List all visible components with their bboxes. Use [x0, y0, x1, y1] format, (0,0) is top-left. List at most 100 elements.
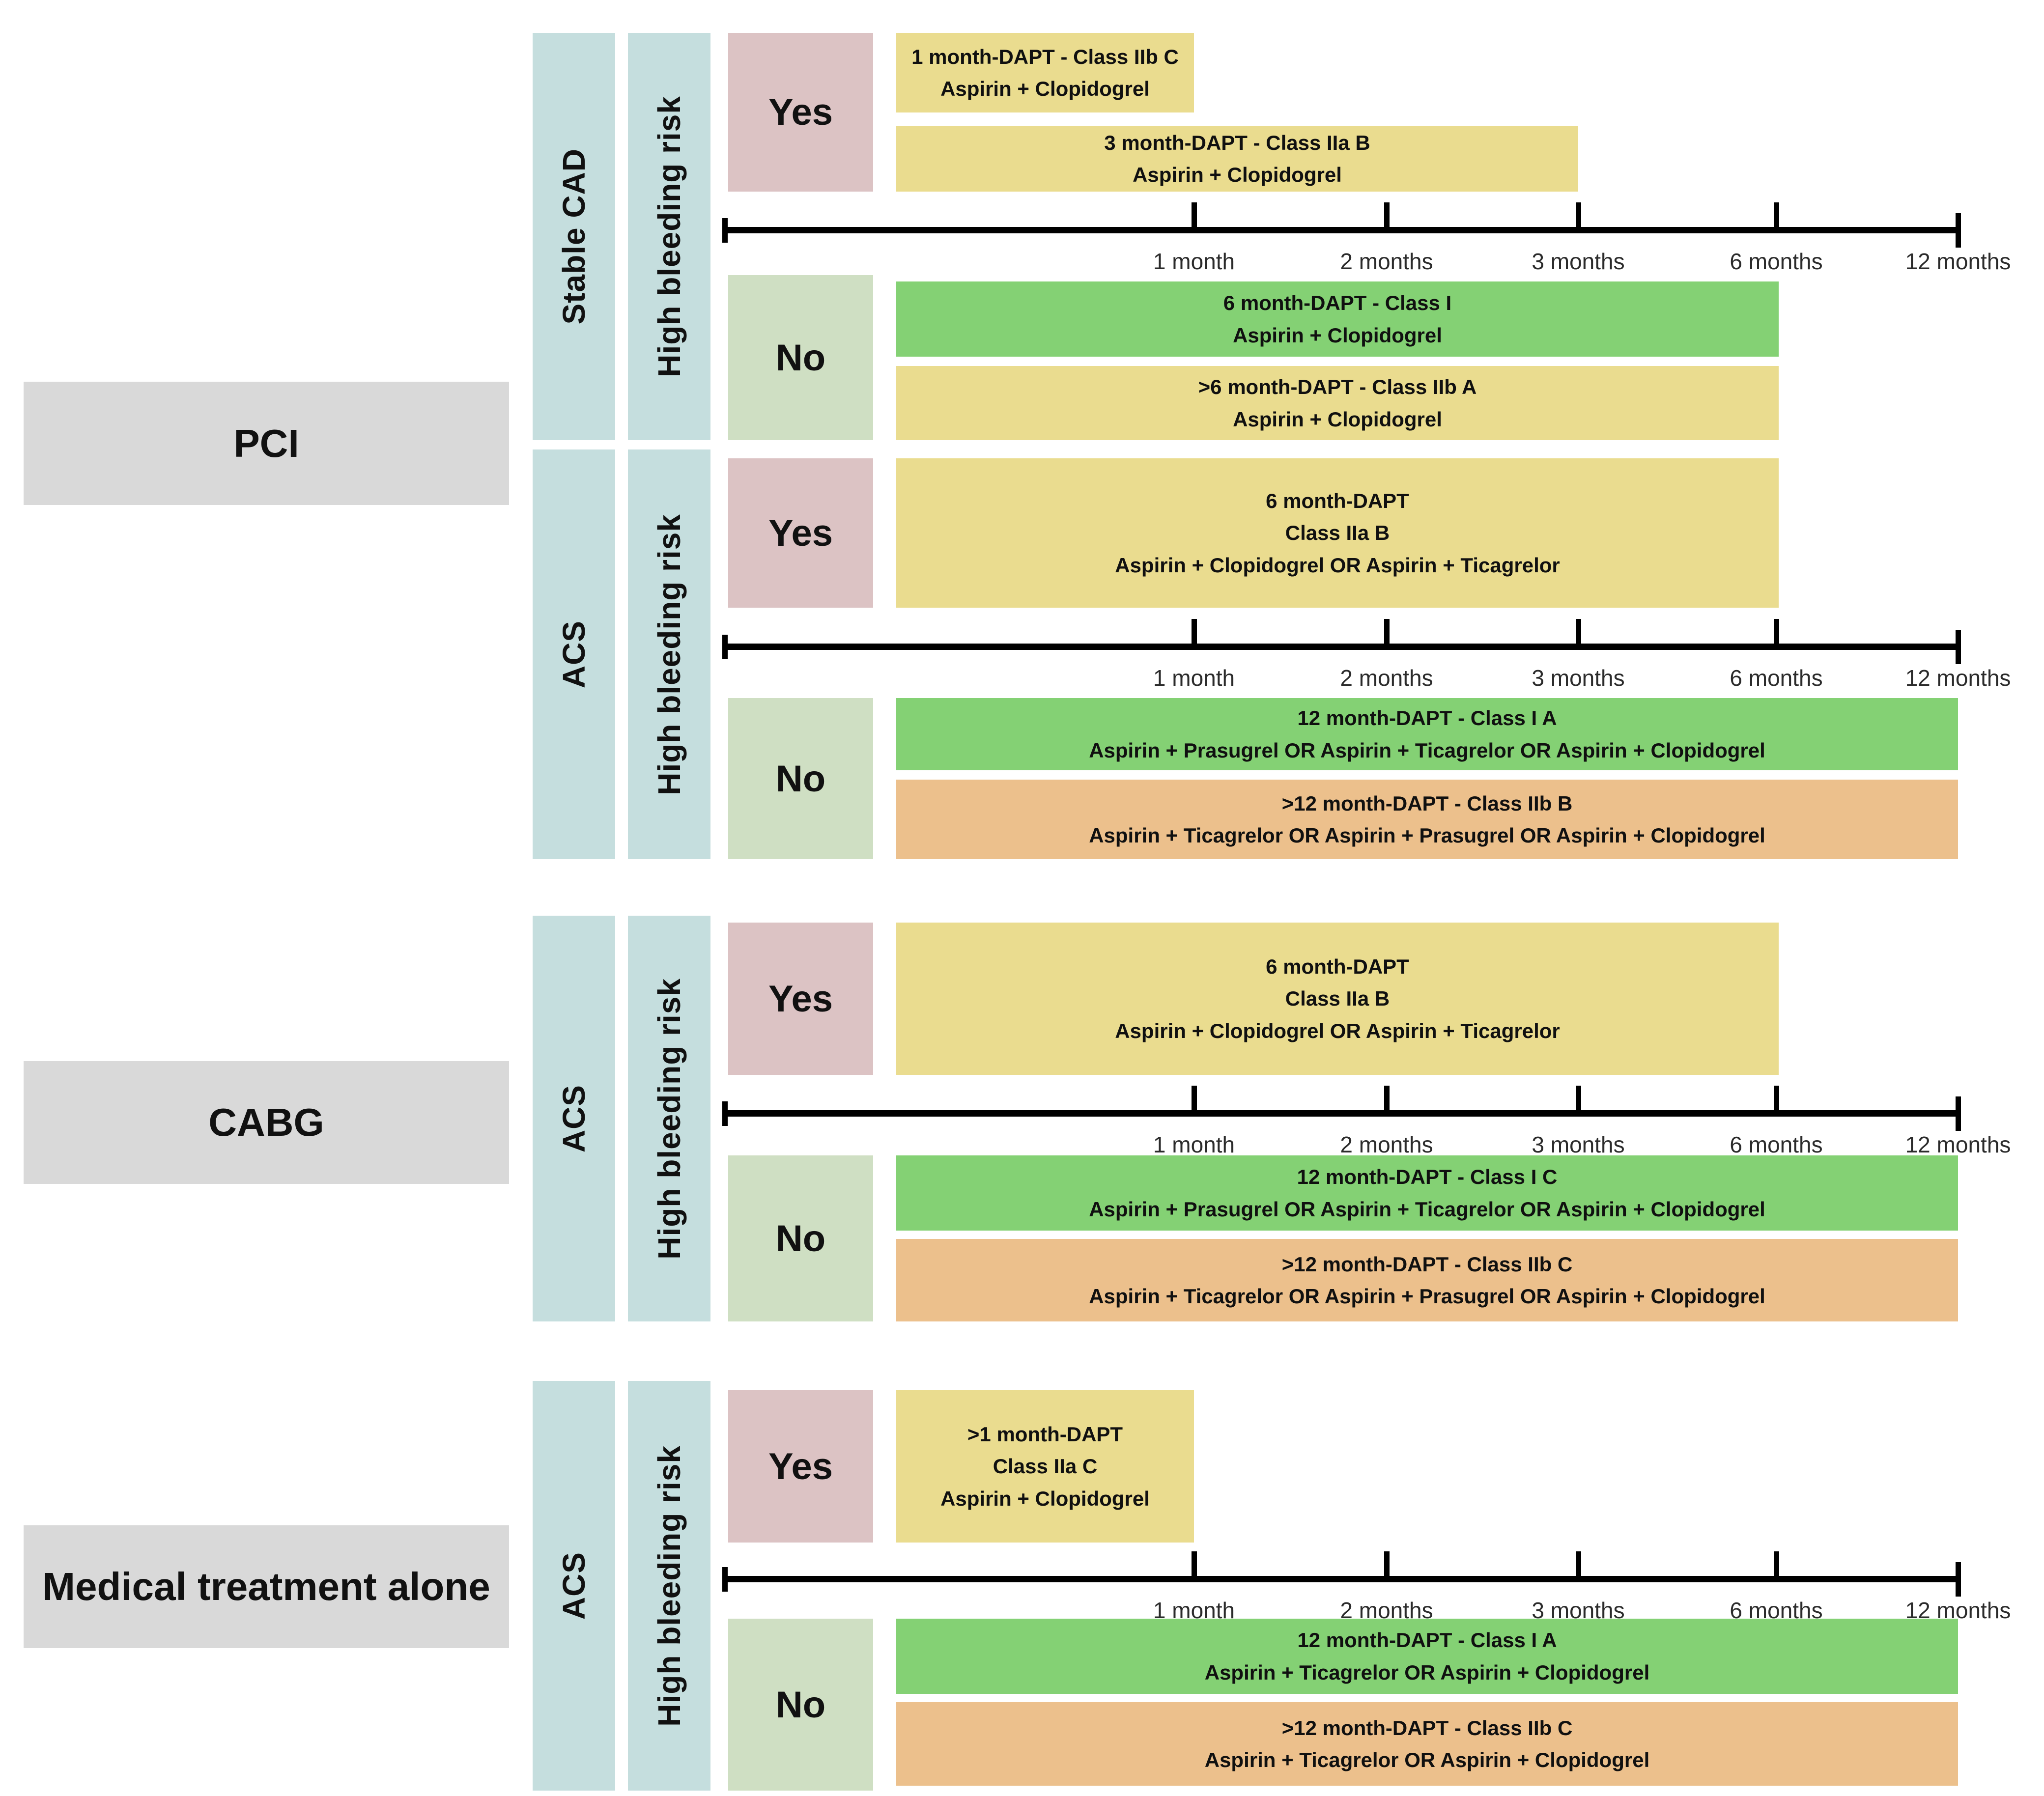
- no-label: No: [775, 1217, 826, 1260]
- patient-type-label: ACS: [556, 1084, 592, 1153]
- section-label-text: PCI: [233, 421, 299, 465]
- bar-title: 3 month-DAPT - Class IIa B: [1104, 131, 1370, 154]
- bar-cabg-acs-no-gt12month: >12 month-DAPT - Class IIb C Aspirin + T…: [896, 1239, 1958, 1321]
- timeline-axis: [725, 1576, 1958, 1582]
- tick-1-month: [1192, 1086, 1197, 1115]
- tick-12-months: [1956, 1096, 1961, 1131]
- tick-label-2-months: 2 months: [1340, 1132, 1433, 1157]
- bar-title: 12 month-DAPT - Class I A: [1297, 706, 1557, 730]
- section-label-pci: PCI: [24, 382, 509, 505]
- patient-type-column-stable-cad: Stable CAD: [533, 33, 615, 440]
- bar-title: 6 month-DAPT: [1266, 955, 1409, 979]
- bleeding-risk-column-medical-acs: High bleeding risk: [628, 1381, 710, 1791]
- patient-type-label: ACS: [556, 1551, 592, 1620]
- bar-medical-acs-no-12month: 12 month-DAPT - Class I A Aspirin + Tica…: [896, 1619, 1958, 1694]
- tick-6-months: [1774, 619, 1779, 648]
- timeline-axis: [725, 1110, 1958, 1117]
- bar-pci-acs-no-gt12month: >12 month-DAPT - Class IIb B Aspirin + T…: [896, 780, 1958, 859]
- bar-drugs: Aspirin + Clopidogrel: [1133, 163, 1342, 186]
- bar-pci-acs-no-12month: 12 month-DAPT - Class I A Aspirin + Pras…: [896, 698, 1958, 770]
- bar-drugs: Aspirin + Ticagrelor OR Aspirin + Clopid…: [1204, 1660, 1650, 1684]
- bar-drugs: Aspirin + Clopidogrel: [940, 77, 1150, 100]
- tick-1-month: [1192, 1551, 1197, 1581]
- tick-label-12-months: 12 months: [1905, 1132, 2011, 1157]
- bar-drugs: Aspirin + Prasugrel OR Aspirin + Ticagre…: [1089, 1197, 1765, 1221]
- patient-type-label: ACS: [556, 620, 592, 689]
- tick-12-months: [1956, 213, 1961, 248]
- bleeding-risk-label: High bleeding risk: [652, 513, 687, 795]
- tick-2-months: [1384, 619, 1390, 648]
- tick-label-3-months: 3 months: [1532, 249, 1625, 274]
- no-box-cabg-acs: No: [728, 1155, 873, 1321]
- tick-6-months: [1774, 1551, 1779, 1581]
- no-box-medical-acs: No: [728, 1619, 873, 1791]
- section-label-text: CABG: [208, 1100, 324, 1144]
- bar-title: 1 month-DAPT - Class IIb C: [911, 45, 1179, 68]
- bar-cabg-acs-yes-6month: 6 month-DAPT Class IIa B Aspirin + Clopi…: [896, 923, 1779, 1075]
- bar-class: Class IIa B: [1285, 987, 1390, 1010]
- tick-label-2-months: 2 months: [1340, 249, 1433, 274]
- section-label-medical: Medical treatment alone: [24, 1525, 509, 1648]
- tick-label-2-months: 2 months: [1340, 665, 1433, 691]
- bar-pci-stable-yes-1month: 1 month-DAPT - Class IIb C Aspirin + Clo…: [896, 33, 1194, 112]
- timeline-axis: [725, 644, 1958, 650]
- tick-label-1-month: 1 month: [1153, 249, 1235, 274]
- bar-pci-acs-yes-6month: 6 month-DAPT Class IIa B Aspirin + Clopi…: [896, 458, 1779, 608]
- bar-title: >12 month-DAPT - Class IIb C: [1281, 1252, 1573, 1276]
- tick-3-months: [1576, 1086, 1581, 1115]
- tick-label-1-month: 1 month: [1153, 1132, 1235, 1157]
- no-box-pci-acs: No: [728, 698, 873, 859]
- tick-label-3-months: 3 months: [1532, 665, 1625, 691]
- bar-pci-stable-no-gt6month: >6 month-DAPT - Class IIb A Aspirin + Cl…: [896, 366, 1779, 440]
- bleeding-risk-label: High bleeding risk: [652, 978, 687, 1260]
- bar-medical-acs-yes-gt1month: >1 month-DAPT Class IIa C Aspirin + Clop…: [896, 1390, 1194, 1543]
- bar-title: >12 month-DAPT - Class IIb B: [1281, 791, 1573, 815]
- no-label: No: [775, 337, 826, 379]
- bleeding-risk-column-pci-acs: High bleeding risk: [628, 449, 710, 859]
- yes-box-medical-acs: Yes: [728, 1390, 873, 1543]
- tick-3-months: [1576, 1551, 1581, 1581]
- yes-label: Yes: [768, 1445, 833, 1487]
- bar-pci-stable-yes-3month: 3 month-DAPT - Class IIa B Aspirin + Clo…: [896, 126, 1578, 192]
- tick-label-6-months: 6 months: [1730, 665, 1823, 691]
- yes-box-pci-acs: Yes: [728, 458, 873, 608]
- tick-2-months: [1384, 1086, 1390, 1115]
- yes-label: Yes: [768, 91, 833, 133]
- patient-type-column-medical-acs: ACS: [533, 1381, 615, 1791]
- bar-drugs: Aspirin + Clopidogrel: [1233, 407, 1442, 431]
- patient-type-column-pci-acs: ACS: [533, 449, 615, 859]
- bar-medical-acs-no-gt12month: >12 month-DAPT - Class IIb C Aspirin + T…: [896, 1702, 1958, 1786]
- timeline-start-tick: [722, 218, 728, 243]
- bar-title: 12 month-DAPT - Class I C: [1297, 1165, 1558, 1189]
- tick-1-month: [1192, 202, 1197, 232]
- yes-label: Yes: [768, 512, 833, 554]
- section-label-text: Medical treatment alone: [42, 1565, 490, 1608]
- tick-3-months: [1576, 619, 1581, 648]
- bar-class: Class IIa B: [1285, 521, 1390, 545]
- tick-label-1-month: 1 month: [1153, 665, 1235, 691]
- tick-6-months: [1774, 1086, 1779, 1115]
- yes-box-pci-stable: Yes: [728, 33, 873, 192]
- bleeding-risk-label: High bleeding risk: [652, 96, 687, 377]
- timeline-start-tick: [722, 635, 728, 659]
- bleeding-risk-column-cabg-acs: High bleeding risk: [628, 916, 710, 1321]
- tick-3-months: [1576, 202, 1581, 232]
- bar-title: >6 month-DAPT - Class IIb A: [1198, 375, 1477, 399]
- tick-2-months: [1384, 1551, 1390, 1581]
- patient-type-label: Stable CAD: [556, 148, 592, 325]
- bar-pci-stable-no-6month: 6 month-DAPT - Class I Aspirin + Clopido…: [896, 281, 1779, 357]
- bar-drugs: Aspirin + Ticagrelor OR Aspirin + Prasug…: [1089, 824, 1765, 847]
- bar-title: 12 month-DAPT - Class I A: [1297, 1628, 1557, 1652]
- timeline-start-tick: [722, 1101, 728, 1126]
- bar-title: >12 month-DAPT - Class IIb C: [1281, 1716, 1573, 1740]
- timeline-axis: [725, 227, 1958, 233]
- bar-drugs: Aspirin + Clopidogrel: [940, 1487, 1150, 1510]
- tick-label-6-months: 6 months: [1730, 249, 1823, 274]
- tick-12-months: [1956, 1562, 1961, 1597]
- no-box-pci-stable: No: [728, 275, 873, 440]
- bar-drugs: Aspirin + Prasugrel OR Aspirin + Ticagre…: [1089, 738, 1765, 762]
- bar-title: 6 month-DAPT - Class I: [1223, 291, 1452, 315]
- tick-12-months: [1956, 630, 1961, 664]
- yes-box-cabg-acs: Yes: [728, 923, 873, 1075]
